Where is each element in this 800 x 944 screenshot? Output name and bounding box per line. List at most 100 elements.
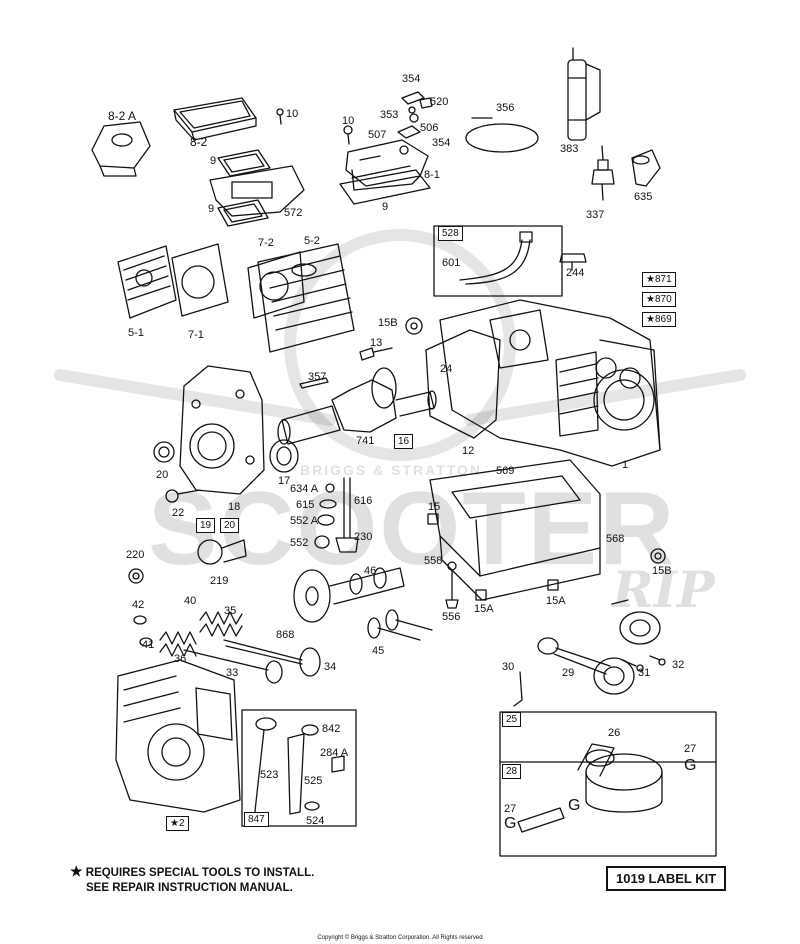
key-357 (299, 377, 329, 389)
label-9-upper: 9 (210, 155, 217, 167)
label-8-2: 8-2 (190, 135, 208, 149)
label-g-c: G (568, 797, 581, 814)
connecting-rod-cap (611, 599, 661, 645)
watermark-graphic (54, 229, 746, 461)
label-15b-lower: 15B (652, 565, 672, 577)
label-634a: 634 A (290, 483, 319, 495)
label-520: 520 (430, 96, 449, 108)
label-24: 24 (440, 363, 453, 375)
plate-572 (209, 165, 305, 217)
fitting-244 (559, 253, 587, 271)
nut-15b (405, 317, 423, 335)
washer-220 (128, 568, 144, 584)
dipper-30 (513, 671, 523, 707)
gasket-7-1 (171, 243, 229, 317)
ignition-armature-383 (567, 47, 601, 141)
label-7-2: 7-2 (258, 237, 274, 249)
label-353: 353 (380, 109, 399, 121)
label-10-b: 10 (342, 115, 355, 127)
label-552a: 552 A (290, 515, 319, 527)
spark-plug-337 (591, 145, 615, 201)
clip-520 (419, 97, 433, 109)
label-33: 33 (226, 667, 239, 679)
label-31: 31 (638, 667, 651, 679)
label-220: 220 (126, 549, 145, 561)
wire-loop-356 (465, 117, 539, 153)
nut-15b-lower (650, 548, 666, 564)
box-star-870: ★870 (642, 292, 676, 307)
box-528: 528 (438, 226, 463, 241)
valve-34 (223, 639, 321, 677)
label-13: 13 (370, 337, 383, 349)
box-19: 19 (196, 518, 216, 533)
special-tools-note: ★ REQUIRES SPECIAL TOOLS TO INSTALL. SEE… (70, 864, 314, 896)
label-506: 506 (420, 122, 439, 134)
cylinder-head-5-1 (117, 245, 177, 319)
label-9-lower: 9 (208, 203, 215, 215)
label-383: 383 (560, 143, 579, 155)
box-star-871: ★871 (642, 272, 676, 287)
dipstick-847 (241, 709, 357, 827)
connecting-rod-29 (537, 637, 635, 695)
label-842: 842 (322, 723, 341, 735)
label-20-a: 20 (156, 469, 169, 481)
watermark-top-text: BRIGGS & STRATTON (300, 462, 483, 478)
label-569: 569 (496, 465, 515, 477)
label-284a: 284 A (320, 747, 349, 759)
label-552: 552 (290, 537, 309, 549)
label-17: 17 (278, 475, 291, 487)
label-357: 357 (308, 371, 327, 383)
label-8-1: 8-1 (424, 169, 440, 181)
label-523: 523 (260, 769, 279, 781)
label-230: 230 (354, 531, 373, 543)
note-line-2: SEE REPAIR INSTRUCTION MANUAL. (86, 882, 293, 894)
label-15a-2: 15A (546, 595, 566, 607)
governor-parts (314, 483, 337, 549)
valve-33 (183, 649, 283, 684)
box-847: 847 (244, 812, 269, 827)
cylinder-block-1 (439, 299, 661, 467)
copyright-text: Copyright © Briggs & Stratton Corporatio… (317, 935, 483, 941)
oil-seal-20 (153, 441, 175, 463)
label-558: 558 (424, 555, 443, 567)
dowel-15a-2 (547, 579, 559, 591)
note-line-1: REQUIRES SPECIAL TOOLS TO INSTALL. (85, 867, 315, 879)
box-25: 25 (502, 712, 522, 727)
screw-10-b (343, 125, 353, 145)
label-27-b: 27 (504, 803, 517, 815)
box-16: 16 (394, 434, 414, 449)
gasket-12 (425, 329, 501, 439)
label-7-1: 7-1 (188, 329, 204, 341)
clip-506-507 (397, 125, 421, 139)
gasket-9-lower (217, 199, 269, 227)
box-star-869: ★869 (642, 312, 676, 327)
valve-spring-35 (199, 611, 243, 637)
label-556: 556 (442, 611, 461, 623)
watermark-script-text: RIP (612, 560, 715, 619)
box-20: 20 (220, 518, 240, 533)
label-244: 244 (566, 267, 585, 279)
cylinder-head-5-2 (257, 243, 355, 353)
label-741: 741 (356, 435, 375, 447)
label-354-upper: 354 (402, 73, 421, 85)
label-8-2a: 8-2 A (108, 109, 137, 123)
label-568: 568 (606, 533, 625, 545)
retainers-42-41 (133, 615, 153, 647)
label-615: 615 (296, 499, 315, 511)
label-354-lower: 354 (432, 137, 451, 149)
crankcase-cover-18 (179, 365, 265, 495)
camshaft-46 (293, 567, 405, 623)
clip-354-upper (401, 91, 425, 114)
label-15: 15 (428, 501, 441, 513)
label-26: 26 (608, 727, 621, 739)
label-27-a: 27 (684, 743, 697, 755)
label-219: 219 (210, 575, 229, 587)
label-601: 601 (442, 257, 461, 269)
dowel-15 (427, 513, 439, 525)
label-kit-box: 1019 LABEL KIT (606, 866, 727, 891)
engine-block-2 (115, 659, 241, 813)
label-22: 22 (172, 507, 185, 519)
label-616: 616 (354, 495, 373, 507)
label-42: 42 (132, 599, 145, 611)
